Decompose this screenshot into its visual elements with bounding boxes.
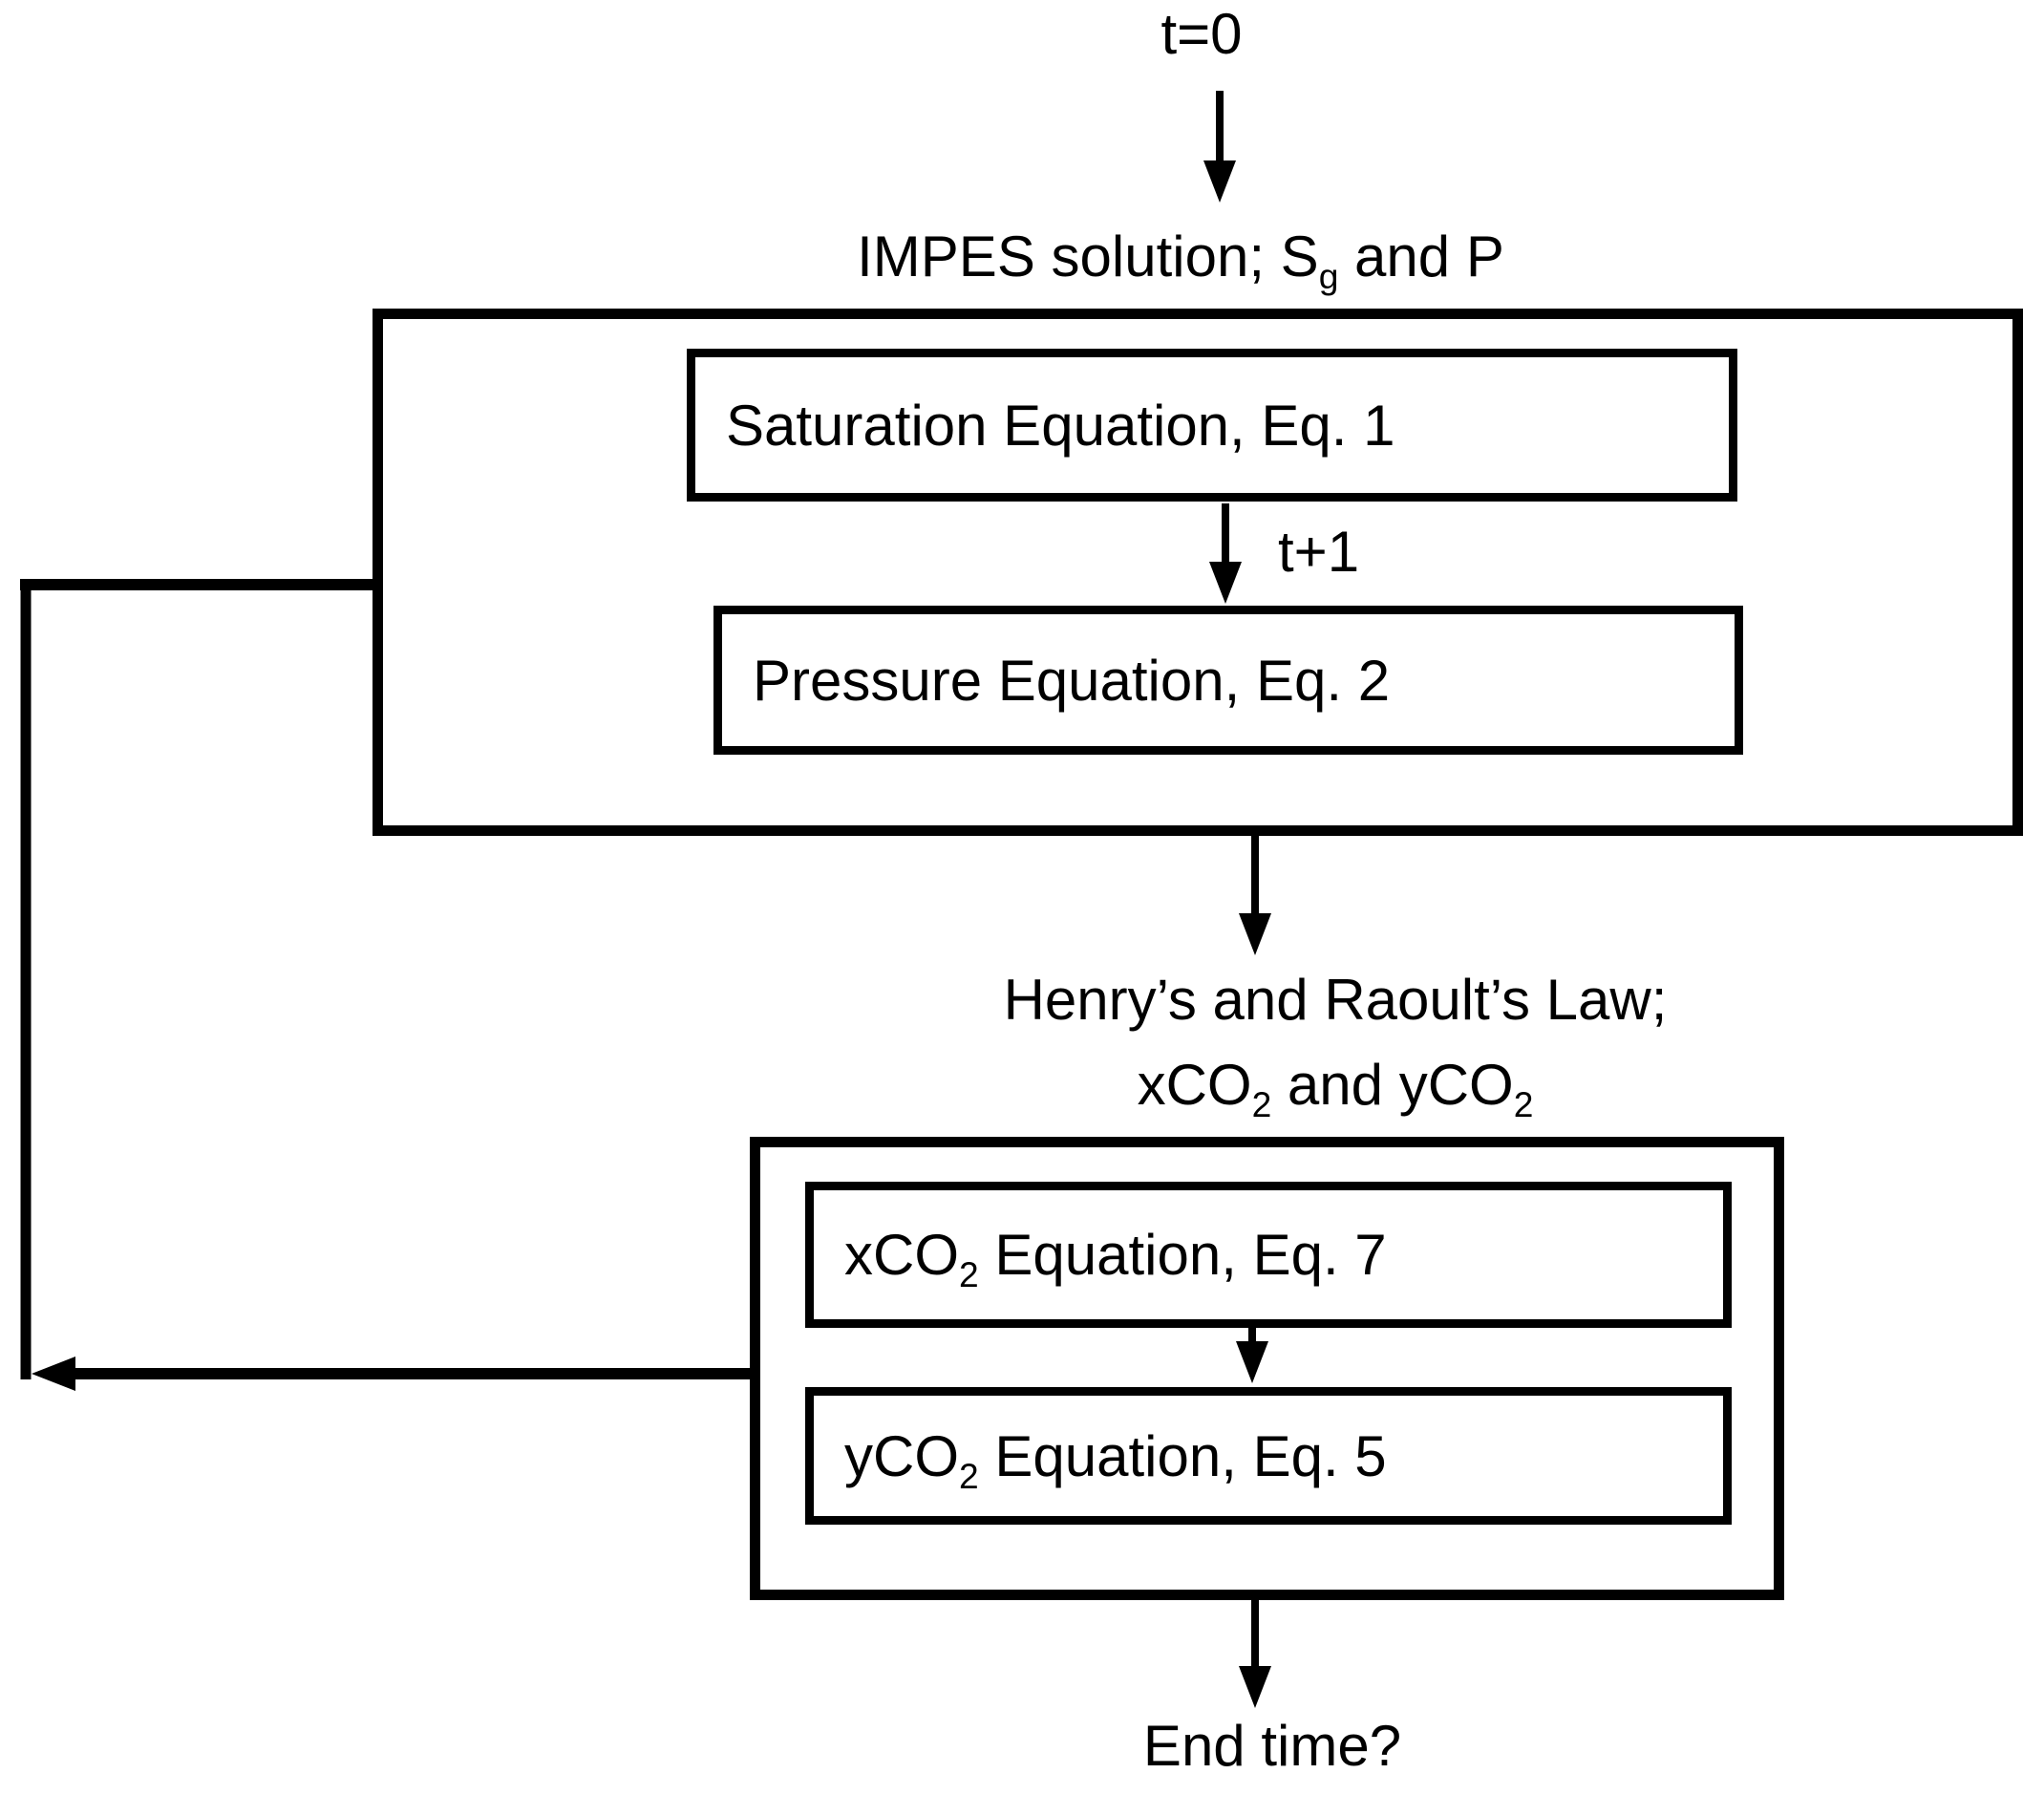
subscript-2: 2	[959, 1455, 979, 1496]
impes-text: IMPES solution; S	[857, 224, 1319, 288]
henrys-raoults-label: Henry’s and Raoult’s Law; xCO2 and yCO2	[858, 958, 1813, 1128]
co2-group-box	[750, 1137, 1784, 1600]
yco2-equation-box: yCO2 Equation, Eq. 5	[805, 1387, 1732, 1525]
saturation-equation-box: Saturation Equation, Eq. 1	[687, 349, 1737, 502]
t0-label: t=0	[1106, 3, 1297, 66]
subscript-2: 2	[1251, 1083, 1272, 1124]
impes-text-post: and P	[1338, 224, 1504, 288]
yco2-pre: yCO	[844, 1423, 959, 1488]
t0-text: t=0	[1160, 2, 1243, 66]
xco2-equation-box: xCO2 Equation, Eq. 7	[805, 1182, 1732, 1328]
xco2-pre: xCO	[844, 1223, 959, 1287]
yco2-equation-text: yCO2 Equation, Eq. 5	[844, 1423, 1387, 1494]
henrys-line1: Henry’s and Raoult’s Law;	[858, 958, 1813, 1043]
end-time-text: End time?	[1142, 1714, 1402, 1778]
impes-label: IMPES solution; Sg and P	[703, 224, 1658, 294]
arrow-impes-to-henrys	[1239, 836, 1271, 955]
feedback-loop-arrowhead	[32, 1357, 75, 1391]
and-yco2-text: and yCO	[1271, 1052, 1514, 1117]
arrow-start-to-impes	[1203, 91, 1236, 203]
arrow-co2-to-endtime	[1239, 1600, 1271, 1708]
xco2-equation-text: xCO2 Equation, Eq. 7	[844, 1222, 1387, 1293]
t-plus-1-text: t+1	[1278, 520, 1360, 584]
subscript-g: g	[1318, 256, 1339, 296]
impes-group-box	[373, 309, 2023, 836]
xco2-text: xCO	[1137, 1052, 1252, 1117]
pressure-equation-box: Pressure Equation, Eq. 2	[713, 606, 1743, 755]
pressure-equation-text: Pressure Equation, Eq. 2	[753, 648, 1391, 713]
henrys-line1-text: Henry’s and Raoult’s Law;	[1003, 968, 1668, 1032]
saturation-equation-text: Saturation Equation, Eq. 1	[726, 393, 1395, 458]
subscript-2: 2	[1513, 1083, 1534, 1124]
end-time-label: End time?	[1033, 1715, 1511, 1778]
subscript-2: 2	[959, 1254, 979, 1294]
henrys-line2: xCO2 and yCO2	[858, 1043, 1813, 1128]
t-plus-1-label: t+1	[1278, 521, 1359, 584]
xco2-post: Equation, Eq. 7	[978, 1223, 1387, 1287]
yco2-post: Equation, Eq. 5	[978, 1423, 1387, 1488]
